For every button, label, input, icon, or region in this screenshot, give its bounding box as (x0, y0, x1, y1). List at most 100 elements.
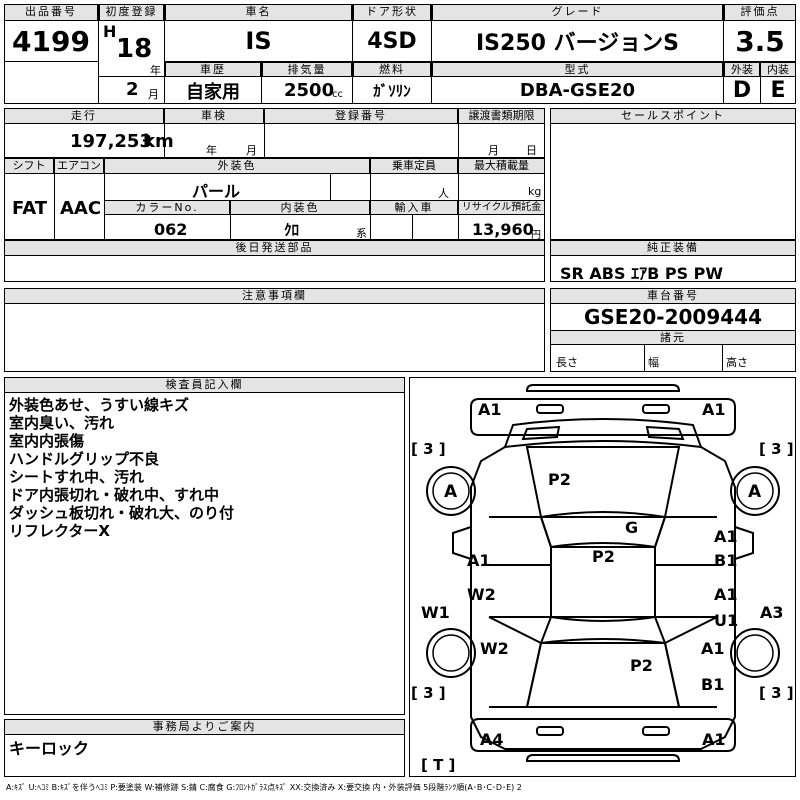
import-label: 輸入車 (370, 200, 458, 215)
inspector-note: 室内内張傷 (9, 432, 85, 450)
inspector-notes: 外装色あせ、うすい線キズ 室内臭い、汚れ 室内内張傷 ハンドルグリップ不良 シー… (9, 396, 234, 540)
lot-number: 4199 (12, 24, 90, 58)
shift: FAT (12, 198, 48, 219)
transfer-day-unit: 日 (526, 144, 537, 157)
color-no-label: カラーNo. (104, 200, 230, 215)
inspector-note: リフレクターX (9, 522, 110, 540)
exterior-label: 外装 (724, 62, 760, 77)
grade: IS250 バージョンS (475, 31, 680, 56)
ac-label: エアコン (54, 158, 104, 174)
left-rear-door-damage: W2 (467, 585, 496, 604)
load-label: 最大積載量 (458, 158, 545, 174)
tire-tread-fl: [ 3 ] (411, 440, 446, 458)
damage-front-right: A1 (702, 400, 726, 419)
displacement-unit: cc (332, 89, 343, 100)
tire-tread-rr: [ 3 ] (759, 684, 794, 702)
office-note: キーロック (9, 739, 90, 758)
score-label: 評価点 (724, 4, 796, 21)
car-outline (426, 384, 780, 762)
sales-point-label: セールスポイント (550, 108, 796, 124)
spare-tire-mark: [ T ] (421, 756, 456, 774)
windshield-damage: G (625, 518, 639, 537)
first-reg-label: 初度登録 (99, 4, 164, 21)
year-unit: 年 (150, 64, 161, 77)
equipment-label: 純正装備 (550, 240, 796, 256)
height-label: 高さ (726, 356, 748, 369)
door-type: 4SD (367, 28, 417, 54)
lot-number-label: 出品番号 (4, 4, 98, 21)
equipment: SR ABS ｴｱB PS PW (560, 264, 724, 283)
first-reg-month: 2 (126, 79, 139, 100)
inspector-note: ダッシュ板切れ・破れ大、のり付 (9, 504, 235, 522)
capacity-label: 乗車定員 (370, 158, 458, 174)
inspection-year-unit: 年 (206, 144, 217, 157)
inspector-note: シートすれ中、汚れ (9, 468, 145, 486)
right-rear-fender-damage-b: B1 (701, 675, 725, 694)
width-label: 幅 (648, 356, 659, 369)
load-unit: kg (528, 185, 542, 198)
inspection-label: 車検 (164, 108, 264, 124)
displacement: 2500 (284, 80, 335, 101)
caution-label: 注意事項欄 (4, 288, 545, 304)
int-color-label: 内装色 (230, 200, 370, 215)
interior-color: ｸﾛ (284, 221, 300, 239)
fuel: ｶﾞｿﾘﾝ (373, 82, 411, 100)
inspector-note: 外装色あせ、うすい線キズ (9, 396, 190, 414)
color-label: 外装色 (104, 158, 370, 174)
recycle-label: リサイクル預託金 (458, 200, 545, 215)
first-reg-year: 18 (116, 34, 153, 64)
spec-label: 諸元 (550, 330, 796, 345)
damage-diagram (409, 377, 796, 777)
tire-fr-damage: A (748, 482, 762, 502)
tire-tread-rl: [ 3 ] (411, 684, 446, 702)
recycle-unit: 円 (531, 230, 541, 241)
transfer-label: 譲渡書類期限 (458, 108, 545, 124)
mileage-label: 走行 (4, 108, 164, 124)
exterior-grade: D (732, 78, 752, 103)
capacity-unit: 人 (438, 187, 449, 200)
int-color-unit: 系 (356, 227, 367, 240)
month-unit: 月 (148, 88, 159, 101)
tire-fl-damage: A (444, 482, 458, 502)
mileage-unit: km (143, 131, 174, 152)
inspector-note: ハンドルグリップ不良 (9, 450, 160, 468)
car-name: IS (245, 27, 272, 55)
era: H (103, 22, 117, 41)
rear-bumper-right-damage: A1 (702, 730, 726, 749)
right-front-door-damage-b: B1 (714, 551, 738, 570)
mileage: 197,253 (70, 131, 152, 152)
right-front-door-damage-a: A1 (714, 527, 738, 546)
right-side-damage: A3 (760, 603, 784, 622)
history: 自家用 (186, 81, 240, 103)
fuel-label: 燃料 (353, 62, 431, 77)
reg-number-label: 登録番号 (264, 108, 458, 124)
right-rear-fender-damage-a: A1 (701, 639, 725, 658)
left-side-damage: W1 (421, 603, 450, 622)
transfer-month-unit: 月 (488, 144, 499, 157)
hood-damage: P2 (548, 470, 571, 489)
recycle-fee: 13,960 (472, 220, 534, 239)
later-parts-label: 後日発送部品 (4, 240, 545, 256)
inspection-month-unit: 月 (246, 144, 257, 157)
score: 3.5 (735, 24, 785, 58)
car-name-label: 車名 (165, 4, 352, 21)
roof-damage: P2 (592, 547, 615, 566)
grade-label: グレード (432, 4, 723, 21)
damage-front-left: A1 (478, 400, 502, 419)
chassis-number: GSE20-2009444 (583, 305, 763, 329)
model: DBA-GSE20 (519, 80, 636, 101)
door-label: ドア形状 (353, 4, 431, 21)
exterior-color: パール (192, 182, 241, 201)
inspector-label: 検査員記入欄 (4, 377, 405, 393)
trunk-damage: P2 (630, 656, 653, 675)
inspector-note: ドア内張切れ・破れ中、すれ中 (9, 486, 220, 504)
tire-tread-fr: [ 3 ] (759, 440, 794, 458)
legend: A:ｷｽﾞ U:ﾍｺﾐ B:ｷｽﾞを伴うﾍｺﾐ P:要塗装 W:補修跡 S:錆 … (6, 783, 522, 792)
right-rear-door-damage-b: U1 (714, 611, 739, 630)
shift-label: シフト (4, 158, 54, 174)
displacement-label: 排気量 (262, 62, 352, 77)
interior-label: 内装 (760, 62, 796, 77)
length-label: 長さ (556, 356, 578, 369)
office-label: 事務局よりご案内 (4, 719, 405, 735)
history-label: 車歴 (165, 62, 261, 77)
